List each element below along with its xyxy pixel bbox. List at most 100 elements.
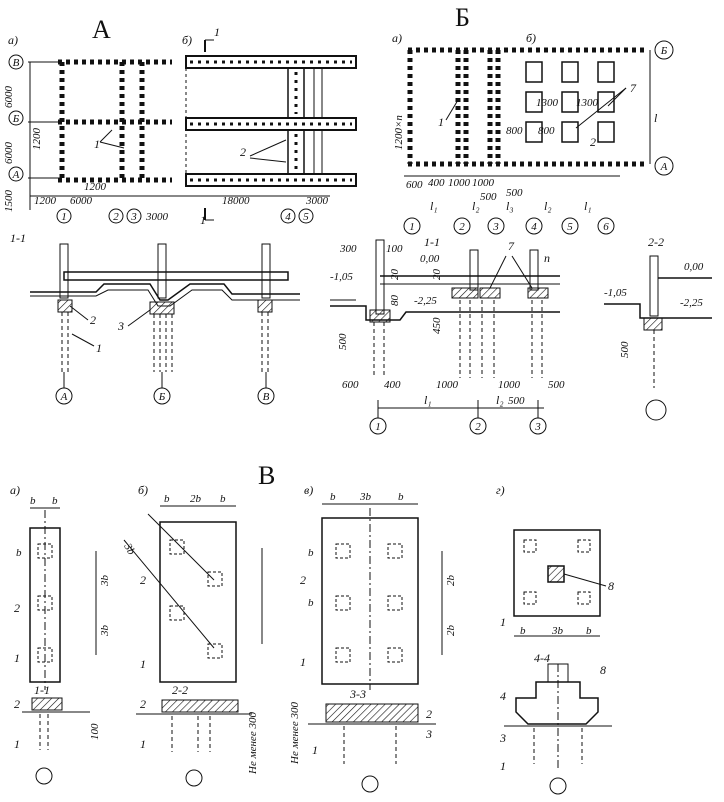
axisB-col-1: 1 xyxy=(409,221,415,233)
calloutA-sec-3: 3 xyxy=(117,319,124,333)
dimVv-b1: b xyxy=(330,491,336,503)
axisA-col-5: 5 xyxy=(303,211,309,223)
subfig-v-V: в) xyxy=(304,483,313,497)
calloutVv-sec-1: 1 xyxy=(312,743,318,757)
calloutVa-sec-1: 1 xyxy=(14,737,20,751)
dimVv-b2: b xyxy=(398,491,404,503)
dimB-sec-l2: l₂ xyxy=(496,393,504,407)
dimB-sec-20b: 20 xyxy=(431,269,443,281)
dimVg-b1: b xyxy=(520,625,526,637)
calloutA-sec-2: 2 xyxy=(90,313,96,327)
dimB-right: l xyxy=(654,111,658,125)
dimVa-b3: b xyxy=(16,547,22,559)
dimB-sec-n: n xyxy=(544,251,550,265)
levelB2-225: -2,25 xyxy=(680,297,703,309)
dimB-inner-3: 800 xyxy=(538,125,555,137)
dimA-bot-4: 3000 xyxy=(305,195,329,207)
axisA-sec-B: Б xyxy=(158,391,166,403)
dimB-sec-l1: l₁ xyxy=(424,393,432,407)
subfig-a-A: а) xyxy=(8,33,18,47)
calloutA-2: 2 xyxy=(240,145,246,159)
dimVv-3b: 3b xyxy=(359,491,372,503)
dimVb-2b: 2b xyxy=(190,493,202,505)
subfig-b-B: б) xyxy=(526,31,536,45)
axisA-sec-V: В xyxy=(263,391,270,403)
axisB-col-4: 4 xyxy=(531,221,537,233)
calloutVa-1: 1 xyxy=(14,651,20,665)
calloutB-7: 7 xyxy=(630,81,637,95)
dimVa-3b1: 3b xyxy=(99,575,111,588)
dimB-bot-3: 1000 xyxy=(472,177,495,189)
dimB-sec-300: 300 xyxy=(339,243,357,255)
dimVb-3b: 3b xyxy=(121,541,138,558)
dimB-bot-l3: l₃ xyxy=(506,199,514,213)
dimA-left-2: 1500 xyxy=(3,190,15,213)
dimA-left-3: 1200 xyxy=(31,128,43,151)
dimB-sec-400: 400 xyxy=(384,379,401,391)
axisB-row-B: Б xyxy=(660,45,668,57)
dimVv-2b1: 2b xyxy=(445,575,457,587)
dimB-bot-4: 500 xyxy=(480,191,497,203)
axisB-col-6: 6 xyxy=(603,221,609,233)
dimA-bot-3: 18000 xyxy=(222,195,250,207)
noteVb: Не менее 300 xyxy=(247,712,259,775)
dimVa-b1: b xyxy=(30,495,36,507)
axisB-sec-3: 3 xyxy=(534,421,541,433)
subfig-a-V: а) xyxy=(10,483,20,497)
dimVa-b2: b xyxy=(52,495,58,507)
dimB-inner-2: 800 xyxy=(506,125,523,137)
sectionVa-title: 1-1 xyxy=(34,683,50,697)
sectionVg-title: 4-4 xyxy=(534,651,550,665)
dimB-sec-600: 600 xyxy=(342,379,359,391)
dimB-sec-500b: 500 xyxy=(548,379,565,391)
calloutVa-2: 2 xyxy=(14,601,20,615)
dimVv-2b2: 2b xyxy=(445,625,457,637)
sectionB2-title: 2-2 xyxy=(648,235,664,249)
dimA-left-4: 1200 xyxy=(84,181,107,193)
panelV-v xyxy=(308,503,443,793)
calloutVg-sec-4: 4 xyxy=(500,689,506,703)
levelB-000: 0,00 xyxy=(420,253,440,265)
sectionA-mark-bot: 1 xyxy=(200,213,206,227)
calloutVb-1: 1 xyxy=(140,657,146,671)
dimVb-b2: b xyxy=(220,493,226,505)
panelA-section xyxy=(30,243,300,388)
calloutVa-sec-2: 2 xyxy=(14,697,20,711)
calloutVg-sec-8: 8 xyxy=(600,663,606,677)
calloutVv-2: 2 xyxy=(300,573,306,587)
levelB-225: -2,25 xyxy=(414,295,437,307)
calloutA-1: 1 xyxy=(94,137,100,151)
calloutVv-sec-2: 2 xyxy=(426,707,432,721)
sectionVb-title: 2-2 xyxy=(172,683,188,697)
axisB-sec-1: 1 xyxy=(375,421,381,433)
label-A: А xyxy=(92,15,111,44)
axisA-col-1: 1 xyxy=(61,211,67,223)
axisA-row-V: В xyxy=(13,57,20,69)
axisA-sec-A: А xyxy=(60,391,68,403)
dimB-bot-l1b: l₁ xyxy=(584,199,592,213)
axisB-sec-2: 2 xyxy=(475,421,481,433)
calloutVg-1: 1 xyxy=(500,615,506,629)
dimVv-b4: b xyxy=(308,597,314,609)
sectionVv-title: 3-3 xyxy=(349,687,366,701)
axisA-row-A: А xyxy=(12,169,20,181)
dimVa-100: 100 xyxy=(89,723,101,740)
calloutA-sec-1: 1 xyxy=(96,341,102,355)
panelB-plan xyxy=(404,47,651,177)
dimVg-b2: b xyxy=(586,625,592,637)
axisB-col-5: 5 xyxy=(567,221,573,233)
sectionA-title: 1-1 xyxy=(10,231,26,245)
dimB-bot-l2: l₂ xyxy=(472,199,480,213)
panelV-g xyxy=(504,529,612,795)
sectionB-title: 1-1 xyxy=(424,235,440,249)
dimB-inner-0: 1300 xyxy=(536,97,559,109)
dimA-bot-2: 3000 xyxy=(145,211,169,223)
subfig-b-A: б) xyxy=(182,33,192,47)
levelB2-000: 0,00 xyxy=(684,261,704,273)
dimB-bot-0: 600 xyxy=(406,179,423,191)
dimB2-500: 500 xyxy=(619,341,631,358)
calloutVg-8: 8 xyxy=(608,579,614,593)
calloutB-sec-7: 7 xyxy=(508,239,515,253)
dimVv-b3: b xyxy=(308,547,314,559)
